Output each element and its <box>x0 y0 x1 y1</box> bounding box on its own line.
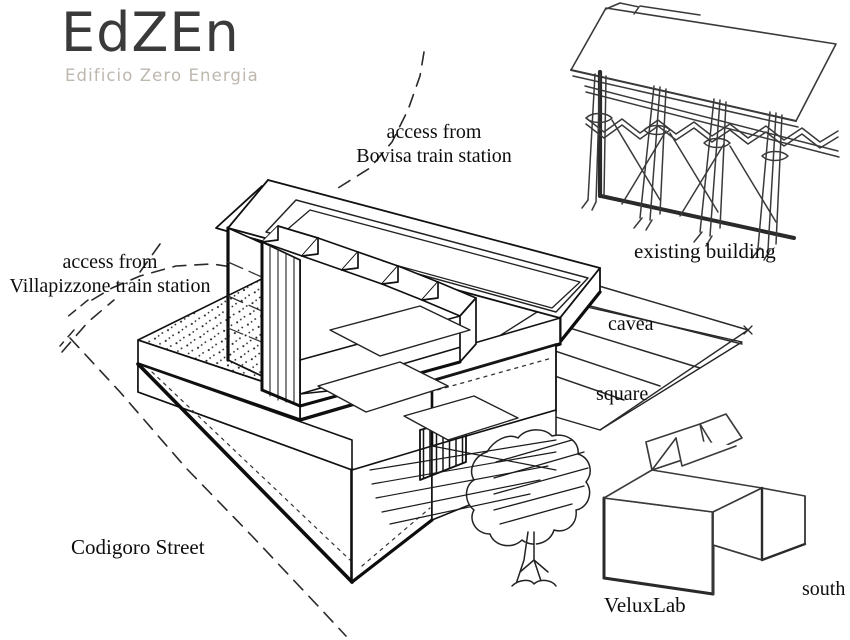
annotation-south: south <box>802 578 846 600</box>
annotation-cavea: cavea <box>608 313 654 335</box>
annotation-square: square <box>596 383 649 405</box>
annotation-access-bovisa-line1: access from <box>386 121 482 143</box>
veluxlab-sketch <box>602 413 807 596</box>
tree-sketch <box>465 429 591 587</box>
existing-building-sketch <box>570 2 840 261</box>
annotation-access-villapizzone-line2: Villapizzone train station <box>9 275 211 298</box>
logo-wordmark: EdZEn <box>61 1 240 64</box>
sawtooth-roof <box>260 225 477 408</box>
annotation-codigoro-street: Codigoro Street <box>71 535 205 559</box>
logo-tagline: Edificio Zero Energia <box>65 66 259 85</box>
annotation-access-bovisa: access from Bovisa train station <box>356 120 512 169</box>
annotation-existing-building: existing building <box>634 239 776 263</box>
annotation-veluxlab: VeluxLab <box>604 593 686 617</box>
annotation-access-villapizzone-line1: access from <box>62 251 158 273</box>
annotation-access-bovisa-line2: Bovisa train station <box>356 145 512 168</box>
annotation-access-villapizzone: access from Villapizzone train station <box>10 250 211 299</box>
edzen-logo: EdZEn Edificio Zero Energia <box>57 4 287 96</box>
